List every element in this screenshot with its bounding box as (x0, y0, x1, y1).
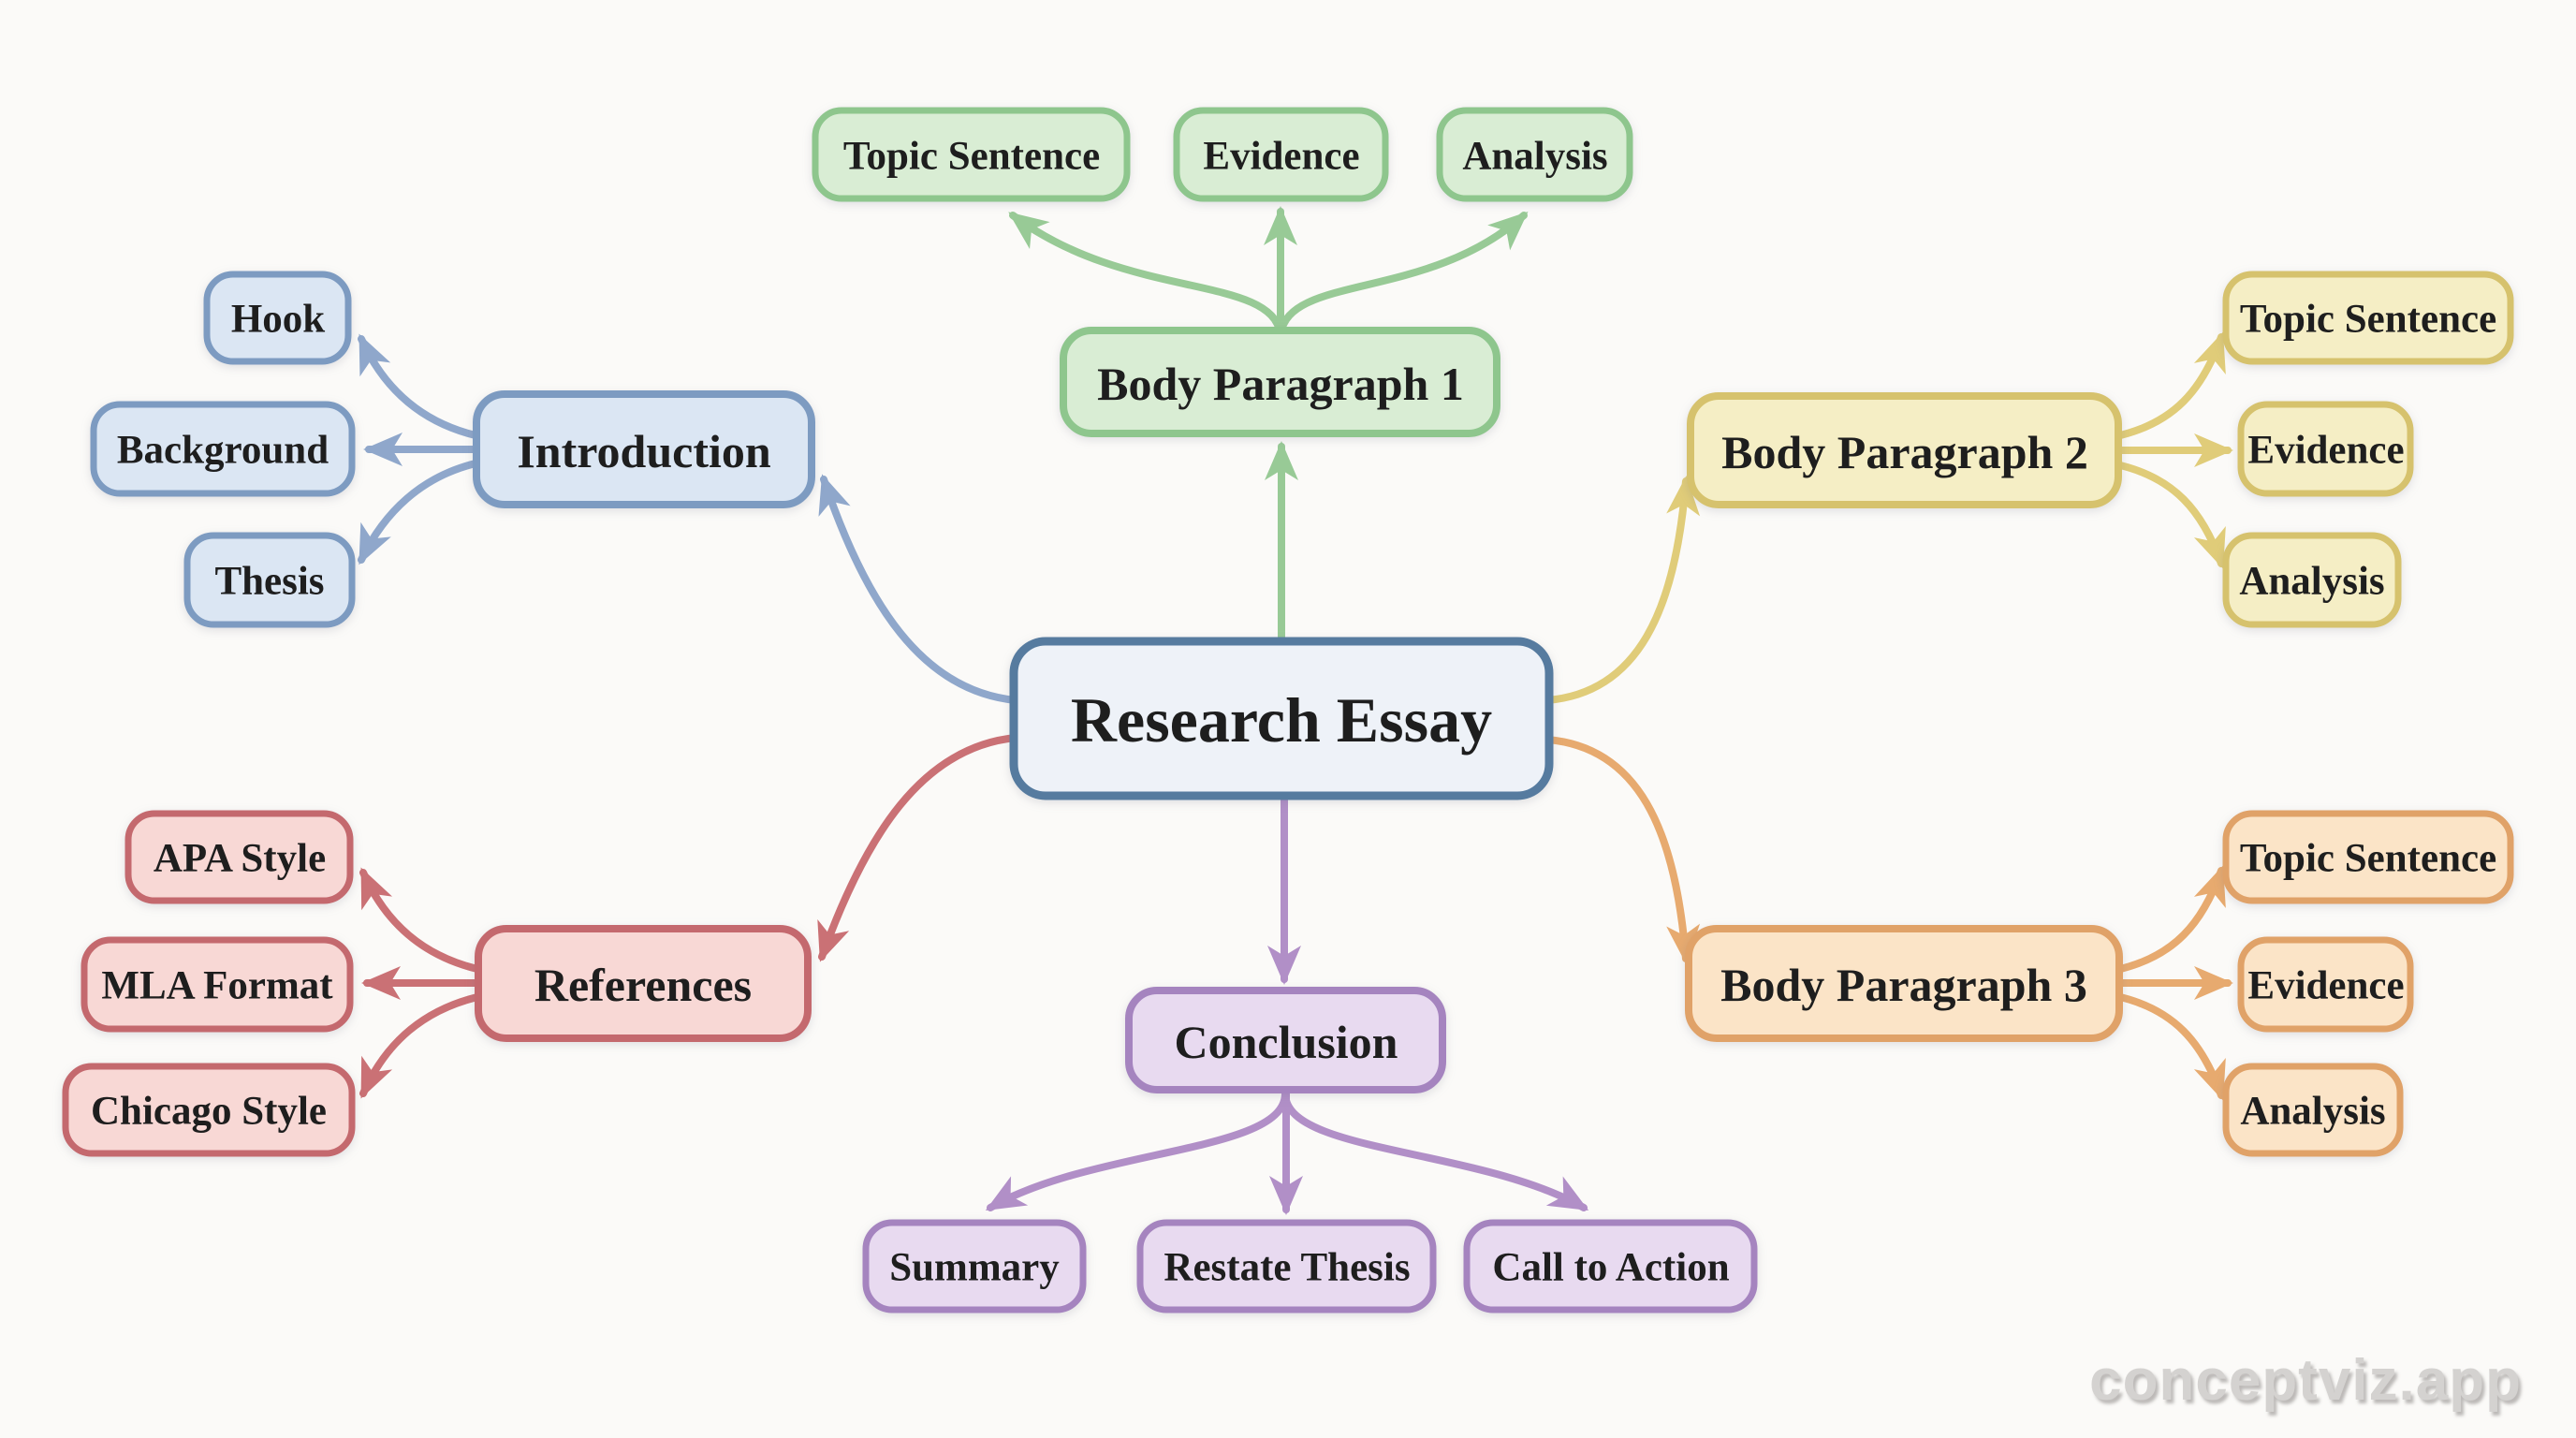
node-box (1173, 107, 1389, 202)
node-label: Restate Thesis (1164, 1246, 1410, 1290)
node-box (2237, 401, 2414, 497)
edges-layer (358, 206, 2233, 1215)
node-box (80, 936, 354, 1033)
node-box (475, 925, 812, 1042)
nodes-layer: Research Essay Body Paragraph 1 Topic Se… (62, 107, 2514, 1313)
watermark: conceptviz.app (2089, 1348, 2522, 1413)
node-box (1009, 637, 1554, 800)
node-box (124, 810, 354, 904)
node-label: Research Essay (1071, 684, 1492, 756)
node-label: Evidence (2247, 429, 2404, 473)
node-label: Background (117, 429, 329, 473)
node-topic-sentence-1[interactable]: Topic Sentence (812, 107, 1131, 202)
node-background[interactable]: Background (90, 401, 356, 497)
node-box (2222, 810, 2514, 904)
node-call-to-action[interactable]: Call to Action (1463, 1219, 1758, 1313)
node-box (1685, 925, 2123, 1042)
node-conclusion[interactable]: Conclusion (1125, 987, 1446, 1093)
edge-bp3-topic-sentence (2113, 865, 2226, 974)
edge-bp2-analysis (2113, 461, 2226, 569)
node-label: Analysis (2239, 560, 2384, 604)
node-label: MLA Format (101, 964, 333, 1008)
node-label: Body Paragraph 1 (1097, 358, 1464, 410)
node-label: Call to Action (1492, 1246, 1729, 1290)
node-research-essay[interactable]: Research Essay (1009, 637, 1554, 800)
node-box (1463, 1219, 1758, 1313)
node-label: APA Style (154, 837, 326, 881)
node-box (1687, 392, 2122, 508)
node-hook[interactable]: Hook (203, 271, 352, 365)
node-box (1125, 987, 1446, 1093)
edge-introduction-thesis (358, 459, 483, 565)
node-box (1060, 327, 1500, 437)
node-label: References (534, 959, 752, 1011)
node-label: Summary (889, 1246, 1060, 1290)
node-analysis-1[interactable]: Analysis (1436, 107, 1633, 202)
node-box (2237, 936, 2414, 1033)
edge-root-references (817, 734, 1019, 962)
node-label: Evidence (1203, 135, 1359, 179)
node-label: Topic Sentence (843, 135, 1100, 179)
node-label: Topic Sentence (2240, 837, 2496, 881)
node-box (2222, 271, 2514, 365)
edge-bp1-topic-sentence (1008, 212, 1284, 338)
node-box (1136, 1219, 1437, 1313)
node-topic-sentence-2[interactable]: Topic Sentence (2222, 271, 2514, 365)
node-topic-sentence-3[interactable]: Topic Sentence (2222, 810, 2514, 904)
node-body-paragraph-1[interactable]: Body Paragraph 1 (1060, 327, 1500, 437)
edge-bp2-topic-sentence (2113, 331, 2226, 440)
edge-root-introduction (818, 474, 1019, 704)
node-body-paragraph-2[interactable]: Body Paragraph 2 (1687, 392, 2122, 508)
node-label: Analysis (2240, 1090, 2385, 1134)
node-box (862, 1219, 1087, 1313)
node-mla-format[interactable]: MLA Format (80, 936, 354, 1033)
node-box (62, 1063, 356, 1157)
node-body-paragraph-3[interactable]: Body Paragraph 3 (1685, 925, 2123, 1042)
node-introduction[interactable]: Introduction (473, 390, 815, 508)
node-box (2222, 1063, 2404, 1157)
node-label: Chicago Style (91, 1090, 327, 1134)
edge-introduction-hook (358, 333, 483, 440)
edge-references-apa-style (359, 867, 485, 974)
node-box (473, 390, 815, 508)
node-evidence-2[interactable]: Evidence (2237, 401, 2414, 497)
node-box (812, 107, 1131, 202)
node-box (90, 401, 356, 497)
node-chicago-style[interactable]: Chicago Style (62, 1063, 356, 1157)
node-box (2222, 532, 2402, 628)
node-box (1436, 107, 1633, 202)
node-label: Topic Sentence (2240, 298, 2496, 342)
node-label: Hook (231, 298, 325, 342)
node-box (203, 271, 352, 365)
node-label: Evidence (2247, 964, 2404, 1008)
node-summary[interactable]: Summary (862, 1219, 1087, 1313)
node-label: Thesis (214, 560, 324, 604)
edge-conclusion-call-to-action (1281, 1090, 1589, 1211)
node-label: Introduction (517, 425, 771, 477)
edge-bp3-analysis (2113, 992, 2226, 1101)
node-evidence-3[interactable]: Evidence (2237, 936, 2414, 1033)
node-label: Body Paragraph 2 (1721, 426, 2088, 478)
node-evidence-1[interactable]: Evidence (1173, 107, 1389, 202)
node-apa-style[interactable]: APA Style (124, 810, 354, 904)
node-label: Conclusion (1175, 1016, 1398, 1068)
edge-root-body-paragraph-3 (1544, 736, 1701, 964)
node-label: Body Paragraph 3 (1720, 959, 2087, 1011)
edge-references-chicago-style (359, 992, 485, 1099)
node-restate-thesis[interactable]: Restate Thesis (1136, 1219, 1437, 1313)
node-references[interactable]: References (475, 925, 812, 1042)
node-analysis-3[interactable]: Analysis (2222, 1063, 2404, 1157)
edge-bp1-analysis (1277, 212, 1529, 338)
node-thesis[interactable]: Thesis (183, 532, 356, 628)
edge-root-body-paragraph-2 (1544, 476, 1701, 704)
node-box (183, 532, 356, 628)
node-analysis-2[interactable]: Analysis (2222, 532, 2402, 628)
node-label: Analysis (1462, 135, 1607, 179)
edge-conclusion-summary (985, 1090, 1289, 1211)
